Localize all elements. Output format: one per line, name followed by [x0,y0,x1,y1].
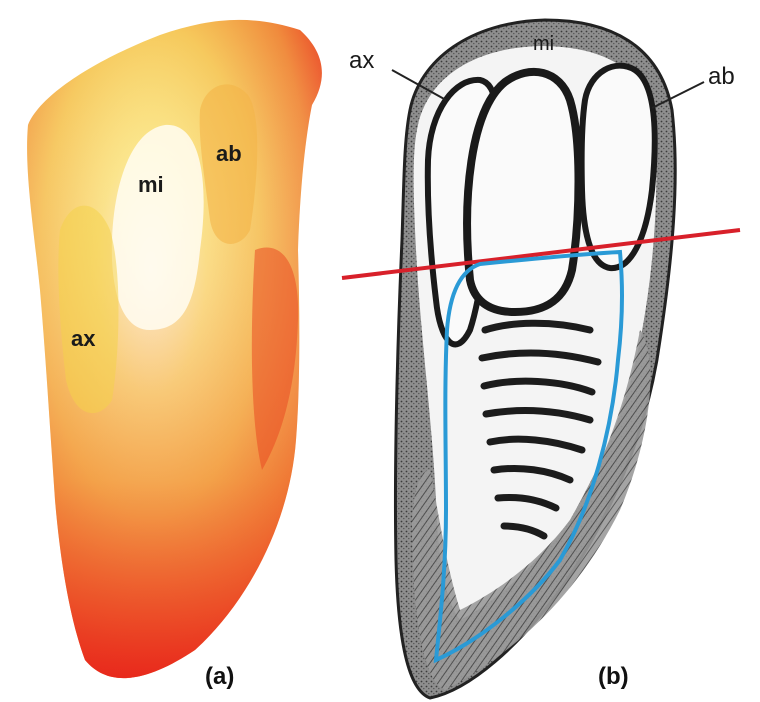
label-a-ax: ax [71,326,96,351]
label-a-ab: ab [216,141,242,166]
label-a-mi: mi [138,172,164,197]
panel-a: ab mi ax (a) [27,20,322,690]
label-b-ax: ax [349,47,374,74]
panel-b: ax mi ab (b) [342,20,740,698]
heatmap-loop-ax [58,206,118,414]
label-b-mi: mi [533,33,554,55]
caption-b: (b) [598,663,629,690]
locule-ab [582,66,655,268]
locule-mi [467,72,578,312]
label-b-ab: ab [708,63,735,90]
caption-a: (a) [205,663,234,690]
